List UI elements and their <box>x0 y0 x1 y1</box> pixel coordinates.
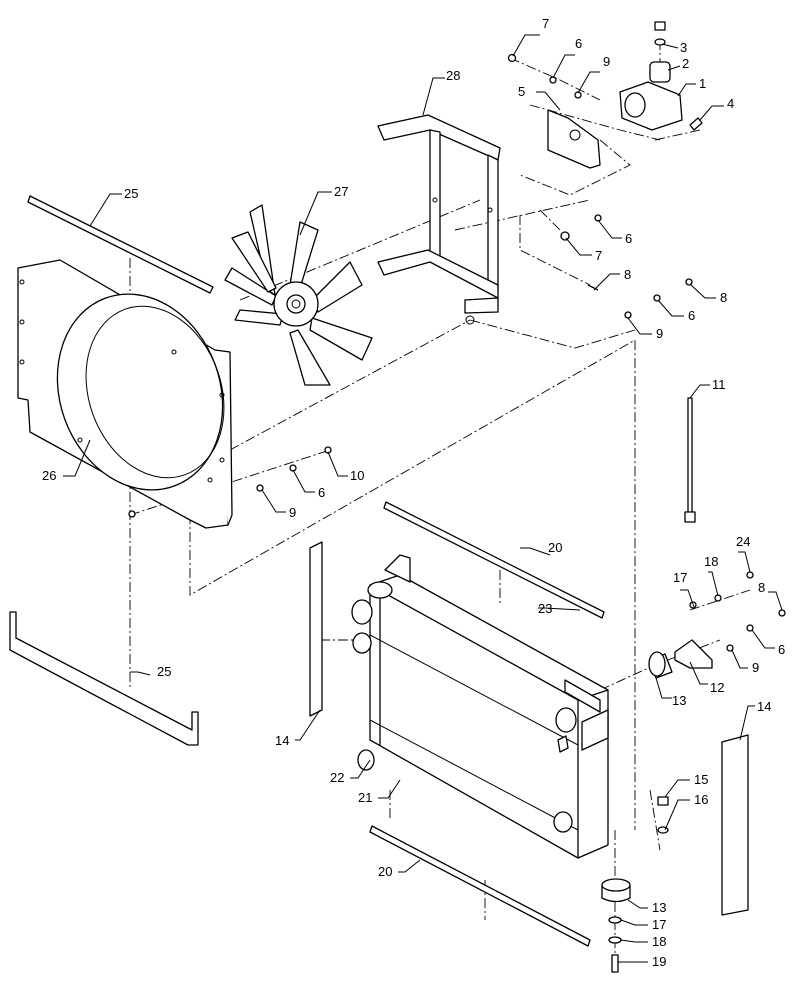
valve-assembly <box>547 21 703 169</box>
rubber-isolators <box>601 651 673 903</box>
callout-27: 27 <box>334 184 348 199</box>
callout-9: 9 <box>603 54 610 69</box>
callout-2: 2 <box>682 56 689 71</box>
lower-radiator-strip <box>369 825 591 947</box>
callout-15: 15 <box>694 772 708 787</box>
callout-21: 21 <box>358 790 372 805</box>
callout-11: 11 <box>712 377 726 392</box>
cable-tie <box>684 397 696 523</box>
callout-14: 14 <box>757 699 771 714</box>
callout-18: 18 <box>704 554 718 569</box>
callout-1: 1 <box>699 76 706 91</box>
fan-shroud <box>17 259 233 529</box>
callout-20: 20 <box>378 864 392 879</box>
callout-19: 19 <box>652 954 666 969</box>
cooling-fan <box>224 204 373 386</box>
radiator <box>351 554 609 859</box>
callout-4: 4 <box>727 96 734 111</box>
callout-10: 10 <box>350 468 364 483</box>
callout-12: 12 <box>710 680 724 695</box>
callout-6: 6 <box>625 231 632 246</box>
callout-7: 7 <box>595 248 602 263</box>
left-side-seal <box>309 541 323 717</box>
callout-8: 8 <box>758 580 765 595</box>
callout-6: 6 <box>688 308 695 323</box>
callout-14: 14 <box>275 733 289 748</box>
callout-25: 25 <box>124 186 138 201</box>
callout-9: 9 <box>289 505 296 520</box>
callout-18: 18 <box>652 934 666 949</box>
callout-13: 13 <box>652 900 666 915</box>
callout-9: 9 <box>656 326 663 341</box>
callout-3: 3 <box>680 40 687 55</box>
callout-17: 17 <box>673 570 687 585</box>
callout-9: 9 <box>752 660 759 675</box>
callout-8: 8 <box>720 290 727 305</box>
callout-6: 6 <box>318 485 325 500</box>
callout-labels: 7 6 9 3 2 1 4 5 28 27 25 6 7 8 8 6 9 10 … <box>42 16 785 969</box>
lower-u-seal <box>9 611 199 746</box>
callout-16: 16 <box>694 792 708 807</box>
callout-6: 6 <box>575 36 582 51</box>
upper-seal-strip <box>27 195 214 294</box>
callout-22: 22 <box>330 770 344 785</box>
leader-lines <box>63 34 783 963</box>
callout-7: 7 <box>542 16 549 31</box>
callout-25: 25 <box>157 664 171 679</box>
callout-24: 24 <box>736 534 750 549</box>
callout-28: 28 <box>446 68 460 83</box>
mounting-bracket-frame <box>377 114 501 325</box>
callout-8: 8 <box>624 267 631 282</box>
callout-17: 17 <box>652 917 666 932</box>
upper-radiator-strip <box>383 501 605 619</box>
callout-26: 26 <box>42 468 56 483</box>
callout-23: 23 <box>538 601 552 616</box>
hardware-fasteners <box>128 53 786 973</box>
callout-6: 6 <box>778 642 785 657</box>
right-side-seal <box>721 734 749 916</box>
alignment-lines <box>129 40 751 970</box>
callout-5: 5 <box>518 84 525 99</box>
callout-13: 13 <box>672 693 686 708</box>
callout-20: 20 <box>548 540 562 555</box>
radiator-bracket <box>674 639 713 669</box>
